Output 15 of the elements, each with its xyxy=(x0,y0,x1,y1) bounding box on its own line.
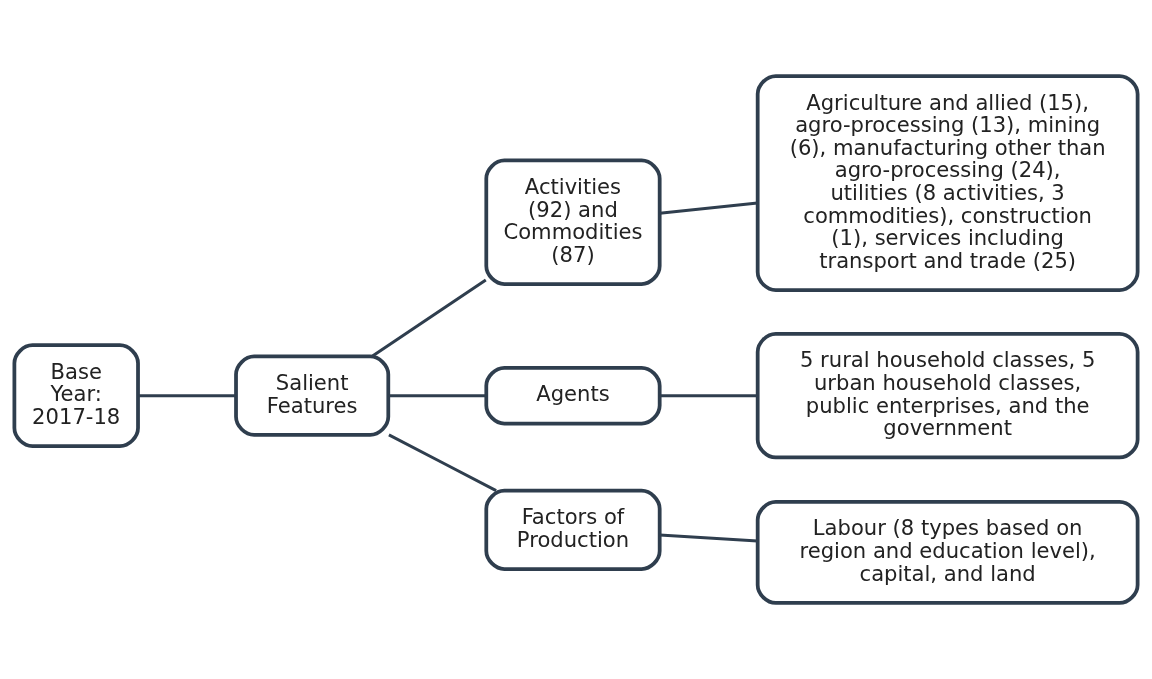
connector xyxy=(659,394,758,398)
node-box: Factors of Production xyxy=(484,488,662,571)
node-box: Salient Features xyxy=(234,354,391,437)
node-box: Labour (8 types based on region and education level), capital, and land xyxy=(755,500,1140,605)
connector xyxy=(371,278,487,358)
node-box: Activities (92) and Commodities (87) xyxy=(484,158,662,286)
node-box: Agriculture and allied (15), agro-processing (13), mining (6), manufacturing other than agro-processing (24), utilities (8 activities, 3 commodities), construction (1), services including transport and trade (25) xyxy=(755,74,1140,292)
node-box: 5 rural household classes, 5 urban household classes, public enterprises, and the government xyxy=(755,331,1140,460)
connector xyxy=(388,394,487,398)
node-box: Agents xyxy=(484,365,662,426)
connector xyxy=(388,433,497,492)
node-box: Base Year: 2017-18 xyxy=(12,343,140,449)
connector xyxy=(659,201,758,215)
connector xyxy=(138,394,236,398)
connector xyxy=(659,533,758,543)
